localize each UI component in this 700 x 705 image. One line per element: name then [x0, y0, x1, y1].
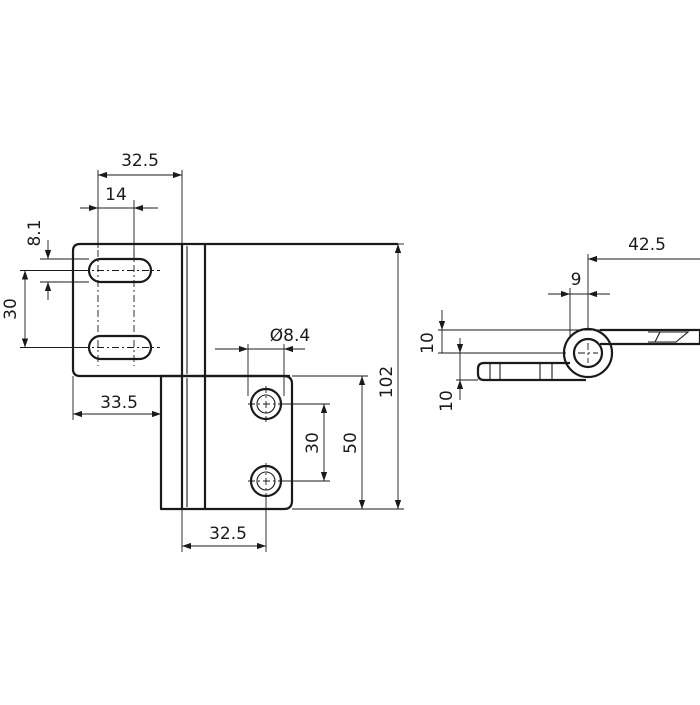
side-upper-arm	[600, 328, 700, 346]
hinge-side-view	[476, 327, 700, 382]
side-lower-arm	[476, 361, 586, 382]
dim-total-height: 102	[377, 366, 397, 398]
dim-slot-spacing: 30	[1, 298, 21, 320]
front-dimensions: 32.5 14 8.1 30 33.5 Ø8.4 30	[1, 151, 404, 552]
slot-lower	[82, 334, 160, 361]
side-dimensions: 42.5 9 10 10	[418, 235, 700, 412]
dim-side-lower: 10	[437, 390, 457, 412]
dim-slot-width: 8.1	[25, 219, 45, 246]
hinge-front-view	[71, 242, 398, 511]
side-knuckle-pin	[572, 337, 604, 369]
side-upper-arm-bevel	[648, 331, 690, 343]
dim-top-width: 32.5	[121, 151, 159, 171]
dim-bottom-width: 32.5	[209, 524, 247, 544]
dim-left-offset: 33.5	[100, 393, 138, 413]
upper-frame-outline	[205, 242, 398, 378]
dim-side-length: 42.5	[628, 235, 666, 255]
hole-lower	[248, 463, 284, 499]
dim-hole-diameter: Ø8.4	[270, 326, 310, 346]
upper-leaf	[71, 242, 184, 378]
lower-leaf	[159, 374, 294, 511]
dim-lower-height: 50	[341, 432, 361, 454]
dim-slot-length: 14	[105, 185, 127, 205]
dim-side-upper: 10	[418, 332, 438, 354]
dim-hole-spacing: 30	[303, 432, 323, 454]
dim-side-pin: 9	[571, 270, 582, 290]
upper-knuckle	[182, 242, 207, 378]
hole-upper	[248, 386, 284, 422]
slot-upper	[82, 257, 160, 284]
